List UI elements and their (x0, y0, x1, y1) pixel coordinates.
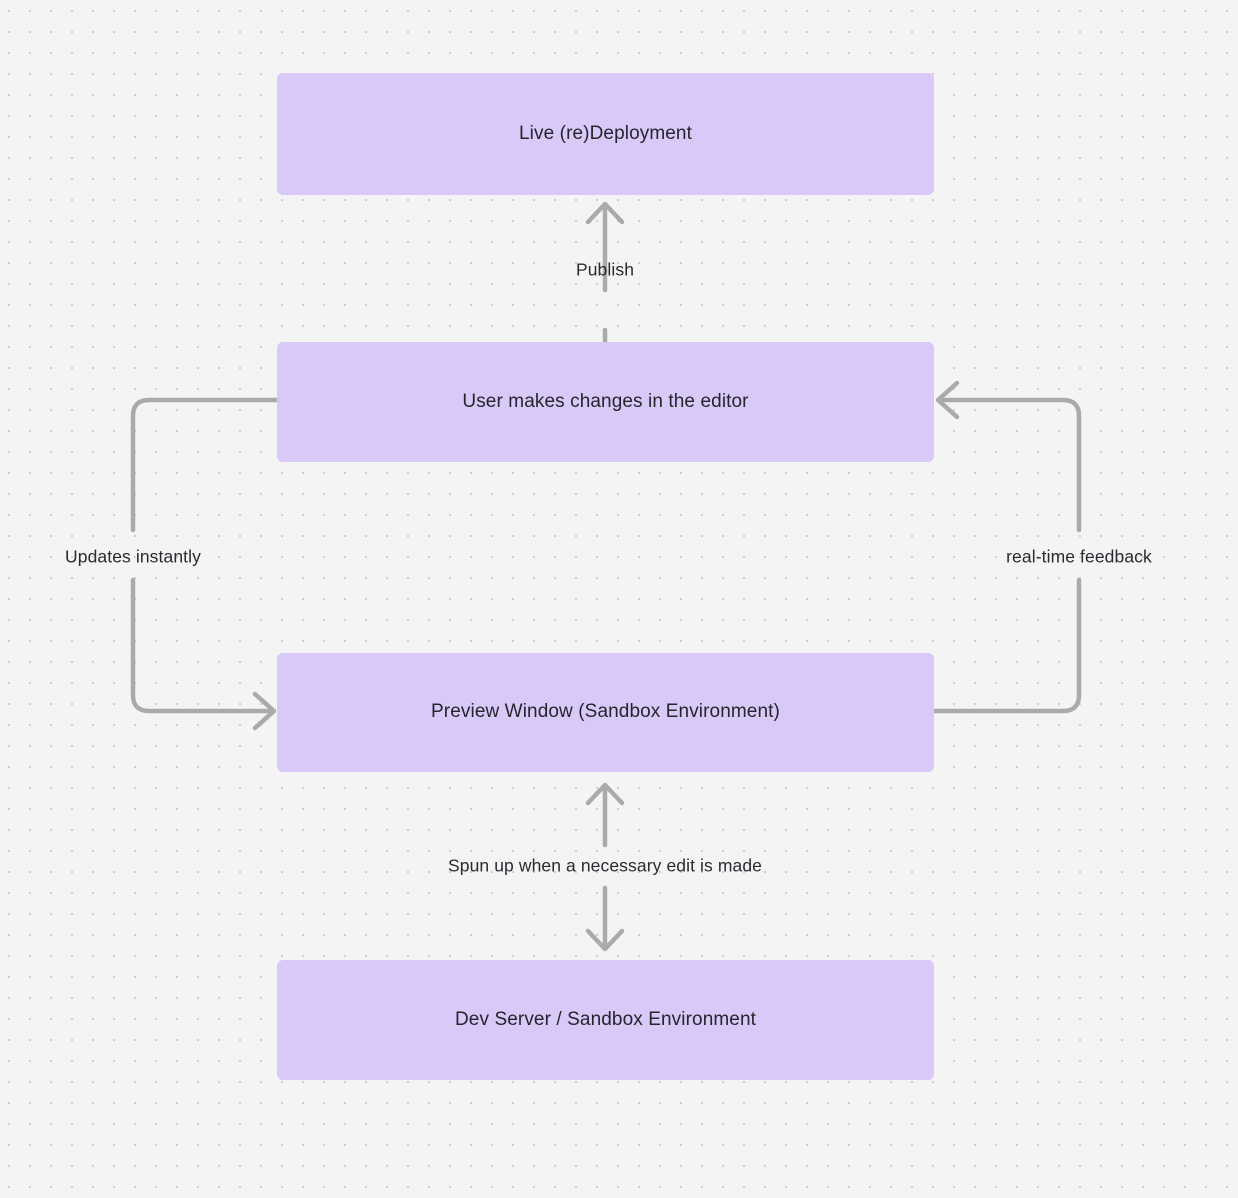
node-preview-window[interactable]: Preview Window (Sandbox Environment) (277, 653, 934, 772)
node-dev-server-label: Dev Server / Sandbox Environment (454, 1008, 756, 1030)
node-preview-window-label: Preview Window (Sandbox Environment) (431, 701, 780, 723)
edge-label-updates-instantly: Updates instantly (65, 546, 201, 567)
node-user-edits[interactable]: User makes changes in the editor (277, 342, 934, 462)
edge-label-spun-up: Spun up when a necessary edit is made (447, 855, 763, 876)
node-user-edits-label: User makes changes in the editor (462, 390, 749, 412)
edge-label-real-time-feedback: real-time feedback (1006, 546, 1152, 567)
edge-label-publish: Publish (575, 259, 635, 280)
node-dev-server[interactable]: Dev Server / Sandbox Environment (277, 960, 934, 1080)
node-live-deployment[interactable]: Live (re)Deployment (277, 73, 934, 195)
node-live-deployment-label: Live (re)Deployment (519, 122, 692, 144)
